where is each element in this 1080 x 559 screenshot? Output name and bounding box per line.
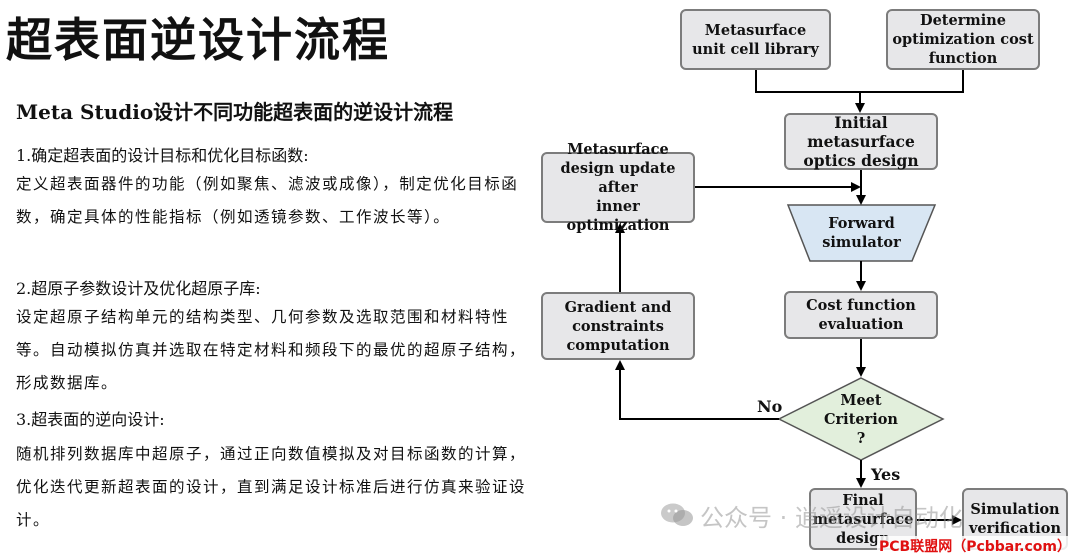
yes-label: Yes xyxy=(871,465,901,484)
watermark-text: 公众号 · 逍遥设计自动化 xyxy=(700,504,963,532)
section-3-heading: 3.超表面的逆向设计: xyxy=(16,410,165,429)
section-1-heading: 1.确定超表面的设计目标和优化目标函数: xyxy=(16,146,309,165)
section-2-heading: 2.超原子参数设计及优化超原子库: xyxy=(16,279,261,298)
page-title: 超表面逆设计流程 xyxy=(6,13,390,67)
section-1-body: 定义超表面器件的功能（例如聚焦、滤波或成像），制定优化目标函数，确定具体的性能指… xyxy=(16,175,519,226)
wechat-icon xyxy=(661,503,693,526)
forward-simulator-shape xyxy=(786,204,937,262)
no-label: No xyxy=(757,397,783,416)
section-2-body: 设定超原子结构单元的结构类型、几何参数及选取范围和材料特性等。自动模拟仿真并选取… xyxy=(16,308,527,392)
section-3-body: 随机排列数据库中超原子，通过正向数值模拟及对目标函数的计算，优化迭代更新超表面的… xyxy=(16,445,527,529)
source-tag: PCB联盟网（Pcbbar.com） xyxy=(877,536,1073,556)
page-subtitle: Meta Studio设计不同功能超表面的逆设计流程 xyxy=(16,100,454,124)
